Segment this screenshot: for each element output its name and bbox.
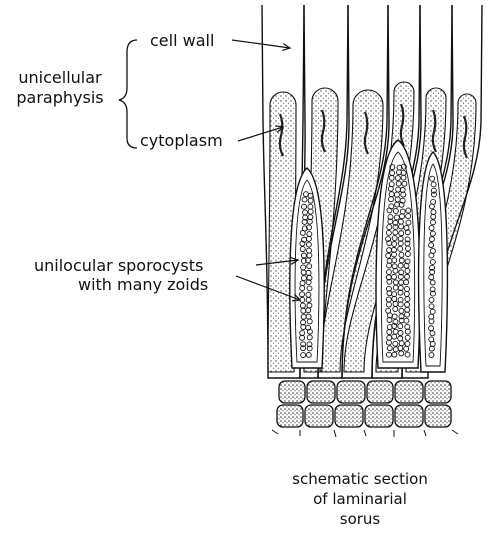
cell-wall-label: cell wall bbox=[150, 31, 214, 50]
caption-line1: schematic section bbox=[250, 469, 470, 489]
basal-cell bbox=[425, 381, 451, 403]
basal-cell bbox=[277, 405, 303, 427]
basal-cell bbox=[337, 381, 365, 403]
basal-cell bbox=[279, 381, 305, 403]
cytoplasm-label: cytoplasm bbox=[140, 131, 223, 150]
basal-cell bbox=[425, 405, 451, 427]
basal-cell bbox=[365, 405, 393, 427]
basal-cell-layer bbox=[272, 381, 458, 437]
sporocysts-label-line2: with many zoids bbox=[78, 275, 208, 294]
basal-cell bbox=[335, 405, 363, 427]
basal-edge bbox=[272, 430, 458, 437]
sporocysts-label-line1: unilocular sporocysts bbox=[34, 256, 203, 275]
caption-line2: of laminarial bbox=[250, 489, 470, 509]
basal-cell bbox=[395, 405, 423, 427]
figure-caption: schematic section of laminarial sorus bbox=[250, 469, 470, 529]
basal-cell bbox=[307, 381, 335, 403]
cell-wall-arrow bbox=[232, 40, 290, 48]
basal-cell bbox=[305, 405, 333, 427]
caption-line3: sorus bbox=[250, 509, 470, 529]
paraphysis-label-line1: unicellular bbox=[2, 68, 118, 87]
paraphysis-brace bbox=[119, 40, 137, 148]
paraphysis-label-line2: paraphysis bbox=[2, 88, 118, 107]
basal-cell bbox=[395, 381, 423, 403]
sporocyst bbox=[419, 152, 448, 372]
basal-cell bbox=[367, 381, 393, 403]
